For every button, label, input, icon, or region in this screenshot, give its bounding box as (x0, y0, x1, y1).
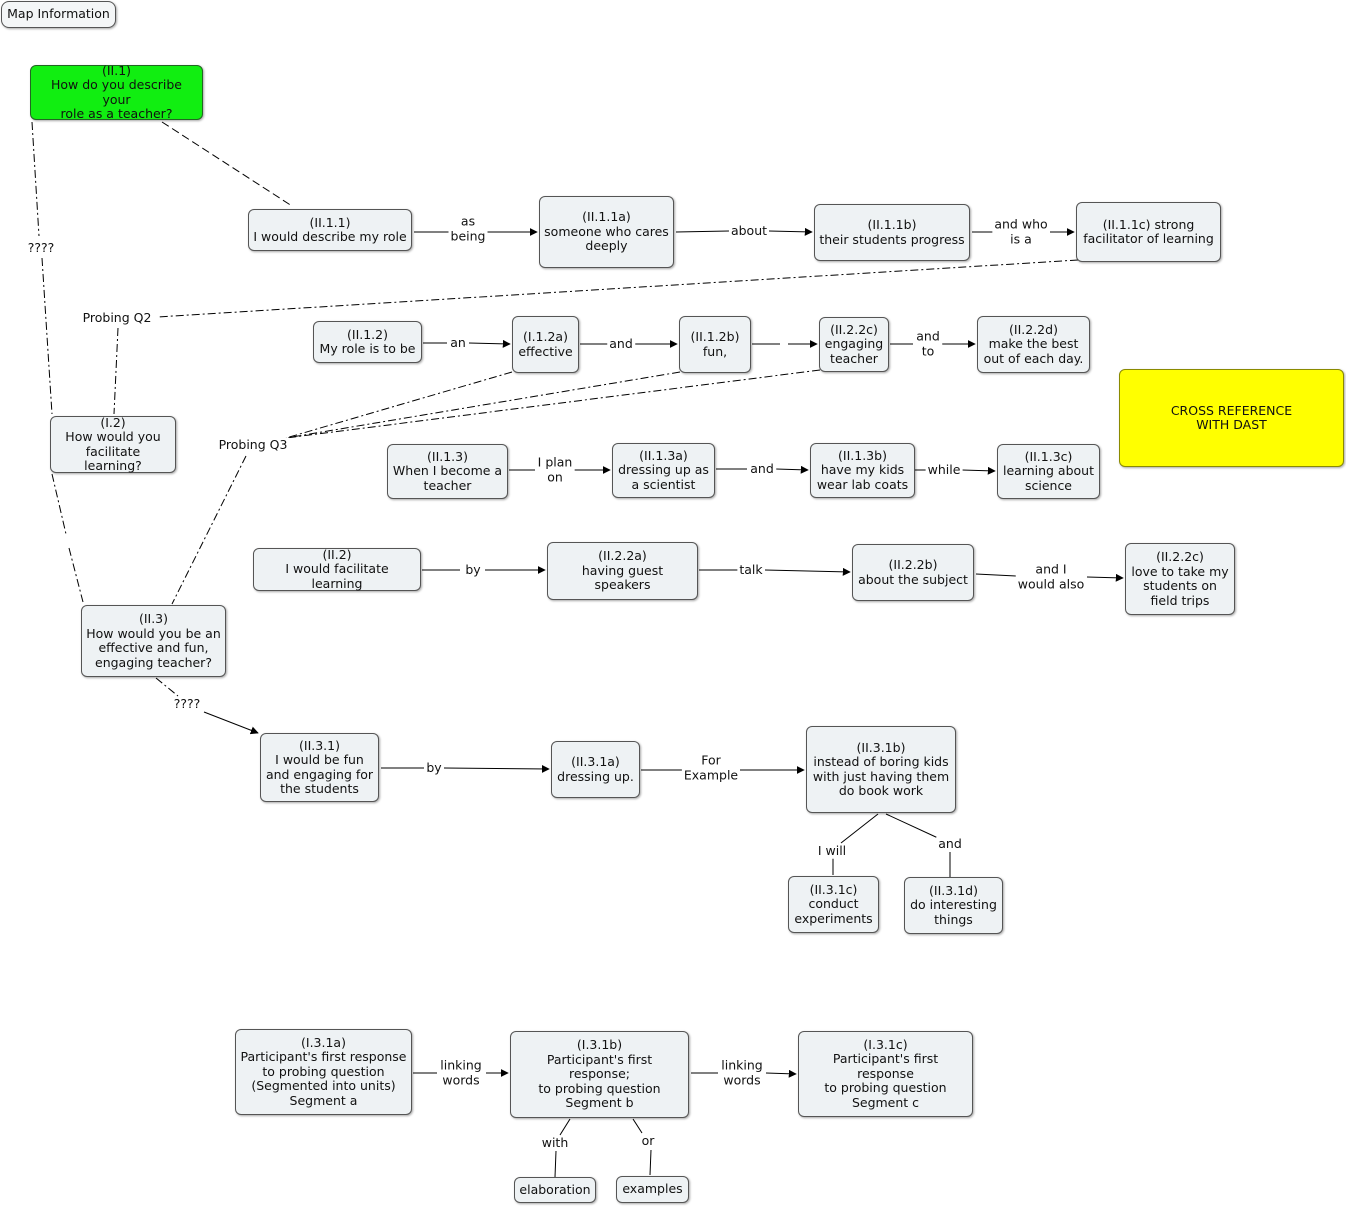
link-label-linking-words: linking words (438, 1057, 484, 1088)
link (840, 813, 879, 844)
dashed-link (161, 121, 293, 207)
legend-node-elaboration[interactable]: elaboration (514, 1177, 596, 1203)
dashed-link (68, 547, 84, 603)
link (554, 1150, 557, 1178)
map-information-button[interactable]: Map Information (1, 1, 116, 28)
link-label-for-example: For Example (681, 752, 741, 783)
concept-node-ii22a[interactable]: (II.2.2a) having guest speakers (547, 542, 698, 600)
concept-node-ii11c[interactable]: (II.1.1c) strong facilitator of learning (1076, 202, 1221, 262)
dashed-link (171, 455, 247, 605)
link (885, 813, 939, 839)
dashed-link (285, 369, 821, 439)
concept-node-ii22b[interactable]: (II.2.2b) about the subject (852, 544, 974, 601)
link (559, 1118, 571, 1136)
link-label-q4a: ???? (25, 239, 57, 256)
dashed-link (41, 257, 53, 415)
concept-node-ii31[interactable]: (II.3.1) I would be fun and engaging for… (260, 733, 379, 802)
legend-node-i31a[interactable]: (I.3.1a) Participant's first response to… (235, 1029, 412, 1115)
concept-node-ii13b[interactable]: (II.1.3b) have my kids wear lab coats (810, 443, 915, 498)
concept-node-ii3[interactable]: (II.3) How would you be an effective and… (81, 605, 226, 677)
link-label-i-will: I will (815, 842, 849, 859)
legend-node-i31b[interactable]: (I.3.1b) Participant's first response; t… (510, 1031, 689, 1118)
arrow-link (443, 764, 550, 773)
link-label-an: an (448, 334, 468, 351)
concept-node-ii31a[interactable]: (II.3.1a) dressing up. (551, 741, 640, 798)
link-label-by: by (424, 759, 444, 776)
link-label-by: by (463, 561, 483, 578)
concept-node-ii31d[interactable]: (II.3.1d) do interesting things (904, 877, 1003, 934)
arrow-link (775, 465, 809, 474)
link-label-and-to: and to (914, 328, 942, 359)
concept-node-ii2[interactable]: (II.2) I would facilitate learning (253, 547, 421, 591)
legend-node-i31c[interactable]: (I.3.1c) Participant's first response to… (798, 1031, 973, 1117)
arrow-link (468, 339, 511, 348)
concept-node-ii22d[interactable]: (II.2.2d) make the best out of each day. (977, 316, 1090, 373)
link-label-with: with (539, 1134, 571, 1151)
concept-node-ii22c-top[interactable]: (II.2.2c) engaging teacher (819, 317, 889, 372)
link-label-q4b: ???? (171, 695, 203, 712)
concept-node-ii12b[interactable]: (II.1.2b) fun, (679, 316, 751, 373)
legend-node-examples[interactable]: examples (616, 1176, 689, 1203)
link (649, 1149, 652, 1176)
arrow-link (961, 466, 996, 475)
dashed-link (285, 371, 681, 439)
dashed-link (51, 473, 67, 535)
concept-node-ii13c[interactable]: (II.1.3c) learning about science (997, 444, 1100, 499)
concept-node-ii11b[interactable]: (II.1.1b) their students progress (814, 204, 970, 261)
dashed-link (31, 121, 40, 237)
arrow-link (203, 711, 259, 735)
cross-reference-box[interactable]: CROSS REFERENCE WITH DAST (1119, 369, 1344, 467)
concept-node-ii1[interactable]: (II.1) How do you describe your role as … (30, 63, 203, 121)
link-label-i-plan-on: I plan on (535, 454, 575, 485)
concept-node-ii13a[interactable]: (II.1.3a) dressing up as a scientist (612, 443, 715, 498)
concept-node-ii11[interactable]: (II.1.1) I would describe my role (248, 209, 412, 251)
concept-node-ii31c[interactable]: (II.3.1c) conduct experiments (788, 876, 879, 933)
link (675, 230, 730, 233)
link (632, 1118, 643, 1134)
dashed-link (155, 677, 179, 697)
link-label-and: and (748, 460, 776, 477)
concept-node-i2[interactable]: (I.2) How would you facilitate learning? (50, 415, 176, 473)
link-label-and-i-would-also: and I would also (1015, 561, 1087, 592)
arrow-link (764, 567, 851, 576)
link-label-or: or (639, 1132, 657, 1149)
concept-node-ii11a[interactable]: (II.1.1a) someone who cares deeply (539, 196, 674, 268)
link-label-and-who-is-a: and who is a (992, 216, 1050, 247)
link-label-linking-words: linking words (719, 1057, 765, 1088)
concept-node-ii22c[interactable]: (II.2.2c) love to take my students on fi… (1125, 543, 1235, 615)
concept-node-i12a[interactable]: (I.1.2a) effective (512, 316, 579, 373)
arrow-link (768, 227, 813, 236)
link-label-and: and (607, 335, 635, 352)
link-label-probing-q2: Probing Q2 (80, 309, 154, 326)
dashed-link (285, 371, 513, 439)
link-label-talk: talk (737, 561, 765, 578)
link-label-probing-q3: Probing Q3 (216, 436, 290, 453)
concept-node-ii31b[interactable]: (II.3.1b) instead of boring kids with ju… (806, 726, 956, 813)
dashed-link (156, 259, 1079, 318)
concept-node-ii12[interactable]: (II.1.2) My role is to be (313, 321, 422, 363)
arrow-link (765, 1069, 797, 1078)
arrow-link (1086, 573, 1124, 582)
link-label-as-being: as being (448, 213, 488, 244)
link-label-while: while (925, 461, 963, 478)
link-label-about: about (728, 222, 770, 239)
link (975, 573, 1017, 577)
link-label-and: and (936, 835, 964, 852)
concept-node-ii13[interactable]: (II.1.3) When I become a teacher (387, 444, 508, 499)
dashed-link (113, 327, 119, 415)
